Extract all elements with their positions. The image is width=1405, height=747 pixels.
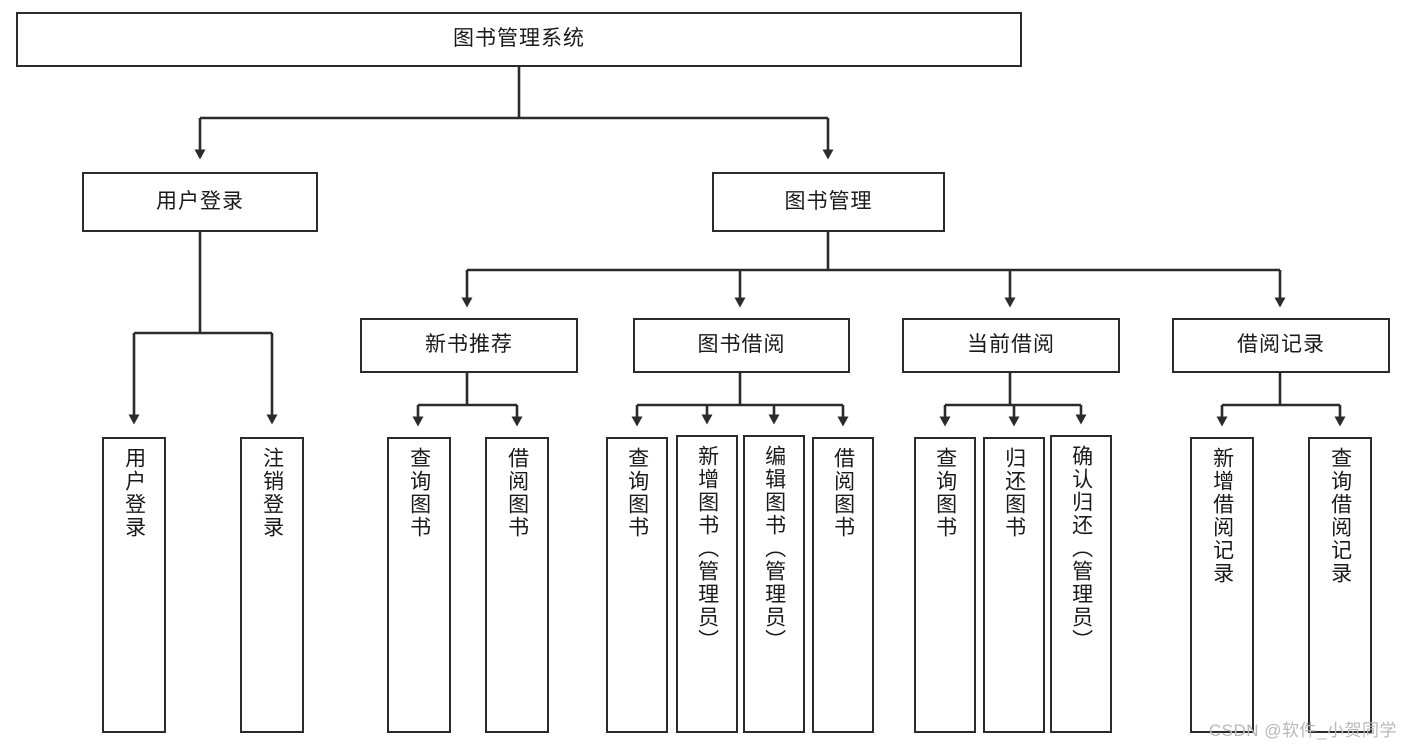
node-leaf[interactable]: 借阅图书 (485, 437, 549, 733)
node-book-management-label: 图书管理 (784, 189, 873, 213)
node-new-book-recommend[interactable]: 新书推荐 (360, 318, 578, 373)
node-leaf[interactable]: 查询借阅记录 (1308, 437, 1372, 733)
node-leaf[interactable]: 查询图书 (387, 437, 451, 733)
node-book-borrow-label: 图书借阅 (697, 333, 786, 357)
node-leaf[interactable]: 新增借阅记录 (1190, 437, 1254, 733)
node-leaf[interactable]: 注销登录 (240, 437, 304, 733)
node-leaf-label: 新增图书（管理员） (695, 445, 719, 652)
node-leaf[interactable]: 查询图书 (606, 437, 668, 733)
node-borrow-records[interactable]: 借阅记录 (1172, 318, 1390, 373)
node-book-borrow[interactable]: 图书借阅 (633, 318, 850, 373)
node-root-system[interactable]: 图书管理系统 (16, 12, 1022, 67)
node-leaf-label: 新增借阅记录 (1210, 447, 1234, 585)
node-leaf-label: 借阅图书 (505, 447, 529, 539)
node-leaf-label: 查询借阅记录 (1328, 447, 1352, 585)
node-book-management[interactable]: 图书管理 (712, 172, 945, 232)
node-root-label: 图书管理系统 (453, 27, 585, 51)
node-leaf[interactable]: 用户登录 (102, 437, 166, 733)
node-leaf-label: 查询图书 (407, 447, 431, 539)
csdn-watermark: CSDN @软件_小贺同学 (1208, 721, 1397, 740)
node-new-book-recommend-label: 新书推荐 (425, 333, 513, 357)
node-leaf[interactable]: 查询图书 (914, 437, 976, 733)
node-leaf[interactable]: 归还图书 (983, 437, 1045, 733)
node-current-borrow-label: 当前借阅 (967, 333, 1055, 357)
node-leaf-label: 归还图书 (1002, 447, 1026, 539)
node-leaf[interactable]: 借阅图书 (812, 437, 874, 733)
node-user-login-label: 用户登录 (156, 189, 244, 213)
node-leaf-label: 编辑图书（管理员） (762, 445, 786, 652)
node-leaf[interactable]: 编辑图书（管理员） (743, 435, 805, 733)
node-current-borrow[interactable]: 当前借阅 (902, 318, 1120, 373)
node-leaf-label: 注销登录 (260, 447, 284, 539)
node-leaf-label: 查询图书 (933, 447, 957, 539)
node-user-login[interactable]: 用户登录 (82, 172, 318, 232)
node-leaf-label: 用户登录 (122, 447, 146, 539)
node-leaf-label: 查询图书 (625, 447, 649, 539)
node-borrow-records-label: 借阅记录 (1237, 333, 1325, 357)
node-leaf-label: 借阅图书 (831, 447, 855, 539)
node-leaf-label: 确认归还（管理员） (1069, 445, 1093, 652)
node-leaf[interactable]: 新增图书（管理员） (676, 435, 738, 733)
node-leaf[interactable]: 确认归还（管理员） (1050, 435, 1112, 733)
